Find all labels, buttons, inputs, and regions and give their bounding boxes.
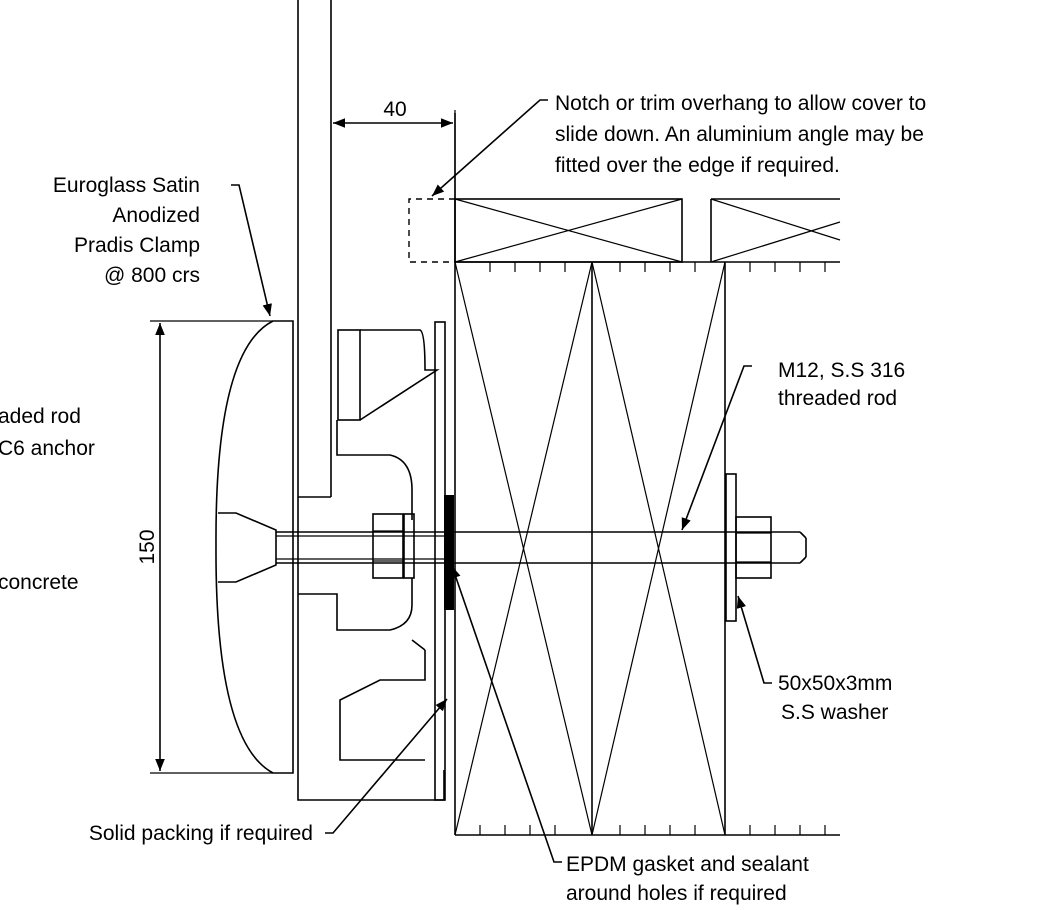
washer-label-2: S.S washer <box>781 701 888 724</box>
epdm-gasket <box>444 495 454 610</box>
dimension-150: 150 <box>136 320 273 774</box>
clamp-label-3: Pradis Clamp <box>74 234 200 257</box>
leader-washer: 50x50x3mm S.S washer <box>736 595 892 724</box>
leader-rod: M12, S.S 316 threaded rod <box>681 359 905 531</box>
left-cut-labels: aded rod C6 anchor concrete <box>0 405 95 594</box>
notch-label-1: Notch or trim overhang to allow cover to <box>555 92 926 115</box>
washer-label-1: 50x50x3mm <box>778 672 892 695</box>
glass-panel <box>297 0 332 498</box>
clamp-body <box>297 321 446 801</box>
clamp-nut <box>372 513 415 579</box>
packing-label: Solid packing if required <box>89 822 313 845</box>
clamp-cap <box>215 320 299 774</box>
clamp-label-4: @ 800 crs <box>104 264 200 287</box>
left-label-3: concrete <box>0 571 79 594</box>
leader-notch: Notch or trim overhang to allow cover to… <box>431 92 926 197</box>
clamp-label-2: Anodized <box>112 204 200 227</box>
left-label-1: aded rod <box>0 405 81 428</box>
dim-150-text: 150 <box>136 529 159 564</box>
notch-label-2: slide down. An aluminium angle may be <box>555 123 924 146</box>
notch-label-3: fitted over the edge if required. <box>555 154 840 177</box>
leader-packing: Solid packing if required <box>89 698 448 845</box>
gasket-label-1: EPDM gasket and sealant <box>566 853 809 876</box>
end-washer-nut <box>725 473 772 622</box>
leader-gasket: EPDM gasket and sealant around holes if … <box>451 565 809 905</box>
clamp-label-1: Euroglass Satin <box>53 174 200 197</box>
gasket-label-2: around holes if required <box>566 882 787 905</box>
rod-label-1: M12, S.S 316 <box>778 359 905 382</box>
dim-40-text: 40 <box>383 98 406 121</box>
dimension-40: 40 <box>333 98 456 199</box>
rod-label-2: threaded rod <box>778 387 897 410</box>
cover-board <box>408 198 841 263</box>
threaded-rod <box>276 531 807 564</box>
left-label-2: C6 anchor <box>0 437 95 460</box>
leader-clamp: Euroglass Satin Anodized Pradis Clamp @ … <box>53 174 272 317</box>
